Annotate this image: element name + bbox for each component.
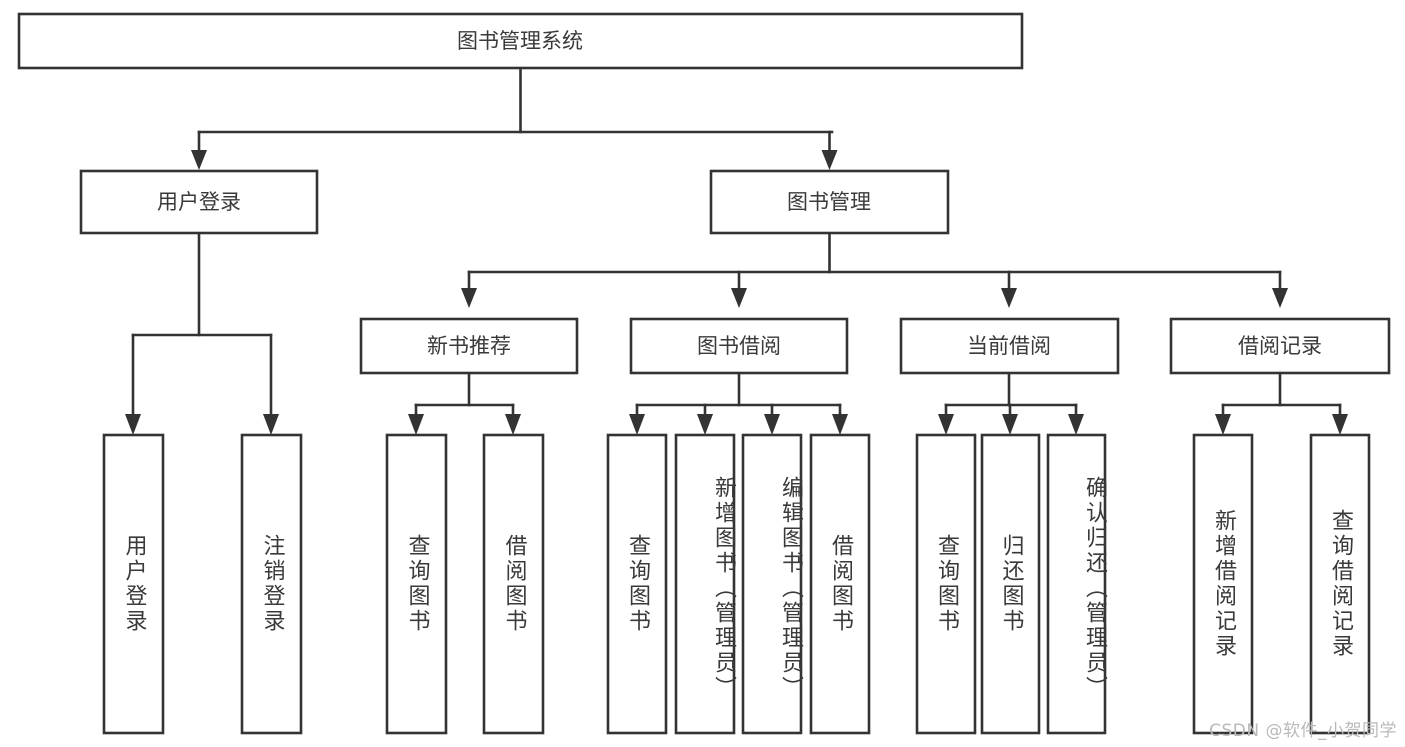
leaf-user-login-0[interactable] bbox=[102, 433, 165, 735]
node-borrow-record-label: 借阅记录 bbox=[1238, 334, 1322, 358]
leaf-borrow-record-0[interactable] bbox=[1192, 433, 1254, 735]
leaf-user-login-1[interactable] bbox=[240, 433, 303, 735]
leaf-new-book-0[interactable] bbox=[385, 433, 448, 735]
leaf-book-borrow-0[interactable] bbox=[606, 433, 668, 735]
connector-root-to-level2 bbox=[191, 66, 838, 170]
node-new-book-recommend[interactable] bbox=[359, 317, 579, 375]
node-book-borrow[interactable] bbox=[629, 317, 849, 375]
node-book-management[interactable] bbox=[709, 169, 950, 235]
leaf-book-borrow-1[interactable] bbox=[674, 433, 736, 735]
csdn-watermark: CSDN @软件_小贺同学 bbox=[1209, 721, 1397, 741]
node-borrow-record[interactable] bbox=[1169, 317, 1391, 375]
node-book-management-label: 图书管理 bbox=[787, 190, 871, 214]
leaf-borrow-record-1[interactable] bbox=[1309, 433, 1371, 735]
leaf-current-borrow-1[interactable] bbox=[980, 433, 1041, 735]
leaf-book-borrow-2[interactable] bbox=[741, 433, 803, 735]
connector-current-borrow-to-leaves bbox=[938, 371, 1084, 435]
connector-borrow-record-to-leaves bbox=[1215, 371, 1348, 435]
node-book-borrow-label: 图书借阅 bbox=[697, 334, 781, 358]
connector-book-manage-to-level3 bbox=[461, 231, 1288, 308]
connector-book-borrow-to-leaves bbox=[629, 371, 848, 435]
node-root-label: 图书管理系统 bbox=[457, 29, 583, 53]
connector-user-login-to-leaves bbox=[125, 231, 279, 435]
leaf-current-borrow-2[interactable] bbox=[1046, 433, 1107, 735]
leaf-new-book-1[interactable] bbox=[482, 433, 545, 735]
node-new-book-recommend-label: 新书推荐 bbox=[427, 334, 511, 358]
node-root-book-management-system[interactable] bbox=[17, 12, 1024, 70]
connector-new-book-to-leaves bbox=[408, 371, 521, 435]
node-user-login-label: 用户登录 bbox=[157, 190, 241, 214]
node-current-borrow[interactable] bbox=[899, 317, 1120, 375]
node-current-borrow-label: 当前借阅 bbox=[967, 334, 1051, 358]
node-user-login[interactable] bbox=[79, 169, 319, 235]
leaf-book-borrow-3[interactable] bbox=[809, 433, 871, 735]
leaf-current-borrow-0[interactable] bbox=[915, 433, 977, 735]
